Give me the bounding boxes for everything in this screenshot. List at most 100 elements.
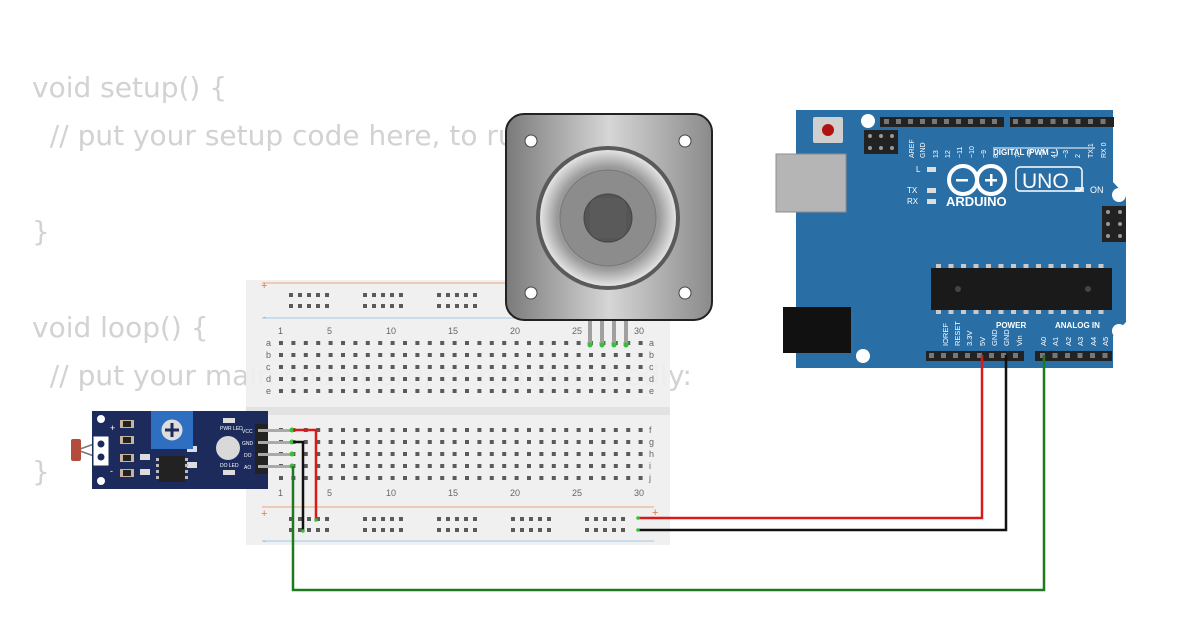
rail-hole[interactable] — [289, 293, 293, 297]
breadboard-hole[interactable] — [539, 428, 544, 432]
breadboard-hole[interactable] — [638, 365, 643, 369]
breadboard-hole[interactable] — [551, 440, 556, 444]
breadboard-hole[interactable] — [341, 476, 345, 480]
breadboard-hole[interactable] — [465, 464, 469, 468]
breadboard-hole[interactable] — [613, 452, 618, 456]
breadboard-hole[interactable] — [291, 389, 296, 393]
stepper-motor[interactable] — [505, 113, 713, 348]
breadboard-hole[interactable] — [613, 365, 618, 369]
breadboard-hole[interactable] — [626, 464, 631, 468]
breadboard-hole[interactable] — [353, 341, 358, 345]
breadboard-hole[interactable] — [415, 341, 420, 345]
header-hole[interactable] — [944, 119, 949, 124]
breadboard-hole[interactable] — [415, 377, 420, 381]
header-hole[interactable] — [896, 119, 901, 124]
rail-hole[interactable] — [316, 528, 320, 532]
breadboard-hole[interactable] — [638, 353, 643, 357]
rail-hole[interactable] — [437, 304, 441, 308]
breadboard-hole[interactable] — [279, 353, 283, 357]
breadboard-hole[interactable] — [316, 377, 321, 381]
rail-hole[interactable] — [390, 304, 394, 308]
rail-hole[interactable] — [621, 528, 625, 532]
breadboard-hole[interactable] — [427, 428, 432, 432]
breadboard-hole[interactable] — [527, 464, 531, 468]
rail-hole[interactable] — [372, 293, 376, 297]
breadboard-hole[interactable] — [303, 341, 308, 345]
breadboard-hole[interactable] — [601, 365, 606, 369]
breadboard-hole[interactable] — [539, 476, 544, 480]
breadboard-hole[interactable] — [316, 353, 321, 357]
breadboard-hole[interactable] — [303, 476, 308, 480]
rail-hole[interactable] — [390, 293, 394, 297]
reset-button-cap[interactable] — [822, 124, 834, 136]
breadboard-hole[interactable] — [427, 365, 432, 369]
breadboard-hole[interactable] — [328, 353, 333, 357]
rail-hole[interactable] — [390, 528, 394, 532]
breadboard-hole[interactable] — [527, 476, 531, 480]
rail-hole[interactable] — [511, 528, 515, 532]
breadboard-hole[interactable] — [564, 353, 569, 357]
breadboard-hole[interactable] — [589, 476, 593, 480]
digital-header-right[interactable] — [1010, 117, 1114, 127]
breadboard-hole[interactable] — [279, 365, 283, 369]
rail-hole[interactable] — [298, 517, 302, 521]
breadboard-hole[interactable] — [465, 452, 469, 456]
header-hole[interactable] — [932, 119, 937, 124]
breadboard-hole[interactable] — [576, 377, 581, 381]
breadboard-hole[interactable] — [502, 341, 507, 345]
rail-hole[interactable] — [363, 517, 367, 521]
breadboard-hole[interactable] — [539, 389, 544, 393]
breadboard-hole[interactable] — [589, 464, 593, 468]
breadboard-hole[interactable] — [601, 389, 606, 393]
rail-hole[interactable] — [473, 528, 477, 532]
breadboard-hole[interactable] — [564, 428, 569, 432]
header-hole[interactable] — [1013, 353, 1018, 358]
rail-hole[interactable] — [594, 517, 598, 521]
breadboard-hole[interactable] — [465, 389, 469, 393]
breadboard-hole[interactable] — [378, 428, 383, 432]
rail-hole[interactable] — [316, 517, 320, 521]
rail-hole[interactable] — [473, 304, 477, 308]
header-hole[interactable] — [1052, 353, 1058, 358]
breadboard-hole[interactable] — [489, 353, 494, 357]
breadboard-hole[interactable] — [403, 440, 407, 444]
rail-hole[interactable] — [381, 293, 385, 297]
breadboard-hole[interactable] — [303, 365, 308, 369]
rail-hole[interactable] — [612, 517, 616, 521]
breadboard-hole[interactable] — [576, 389, 581, 393]
breadboard-hole[interactable] — [365, 428, 370, 432]
breadboard-hole[interactable] — [440, 365, 445, 369]
rail-hole[interactable] — [520, 528, 524, 532]
breadboard-hole[interactable] — [626, 389, 631, 393]
breadboard-hole[interactable] — [465, 476, 469, 480]
breadboard-hole[interactable] — [291, 377, 296, 381]
breadboard-hole[interactable] — [316, 365, 321, 369]
breadboard-hole[interactable] — [514, 452, 519, 456]
rail-hole[interactable] — [464, 528, 468, 532]
breadboard-hole[interactable] — [514, 377, 519, 381]
breadboard-hole[interactable] — [353, 377, 358, 381]
breadboard-hole[interactable] — [440, 428, 445, 432]
breadboard-hole[interactable] — [452, 476, 457, 480]
rail-hole[interactable] — [437, 517, 441, 521]
breadboard-hole[interactable] — [378, 389, 383, 393]
breadboard-hole[interactable] — [440, 353, 445, 357]
rail-hole[interactable] — [298, 304, 302, 308]
breadboard-hole[interactable] — [303, 464, 308, 468]
breadboard-hole[interactable] — [638, 341, 643, 345]
rail-hole[interactable] — [455, 293, 459, 297]
breadboard-hole[interactable] — [452, 377, 457, 381]
rail-hole[interactable] — [363, 304, 367, 308]
breadboard-hole[interactable] — [378, 464, 383, 468]
breadboard-hole[interactable] — [415, 440, 420, 444]
breadboard-hole[interactable] — [502, 428, 507, 432]
breadboard-hole[interactable] — [514, 476, 519, 480]
breadboard-hole[interactable] — [589, 428, 593, 432]
rail-hole[interactable] — [307, 517, 311, 521]
rail-hole[interactable] — [363, 528, 367, 532]
breadboard-hole[interactable] — [279, 377, 283, 381]
breadboard-hole[interactable] — [316, 389, 321, 393]
breadboard-hole[interactable] — [378, 476, 383, 480]
rail-hole[interactable] — [603, 528, 607, 532]
breadboard-hole[interactable] — [551, 389, 556, 393]
